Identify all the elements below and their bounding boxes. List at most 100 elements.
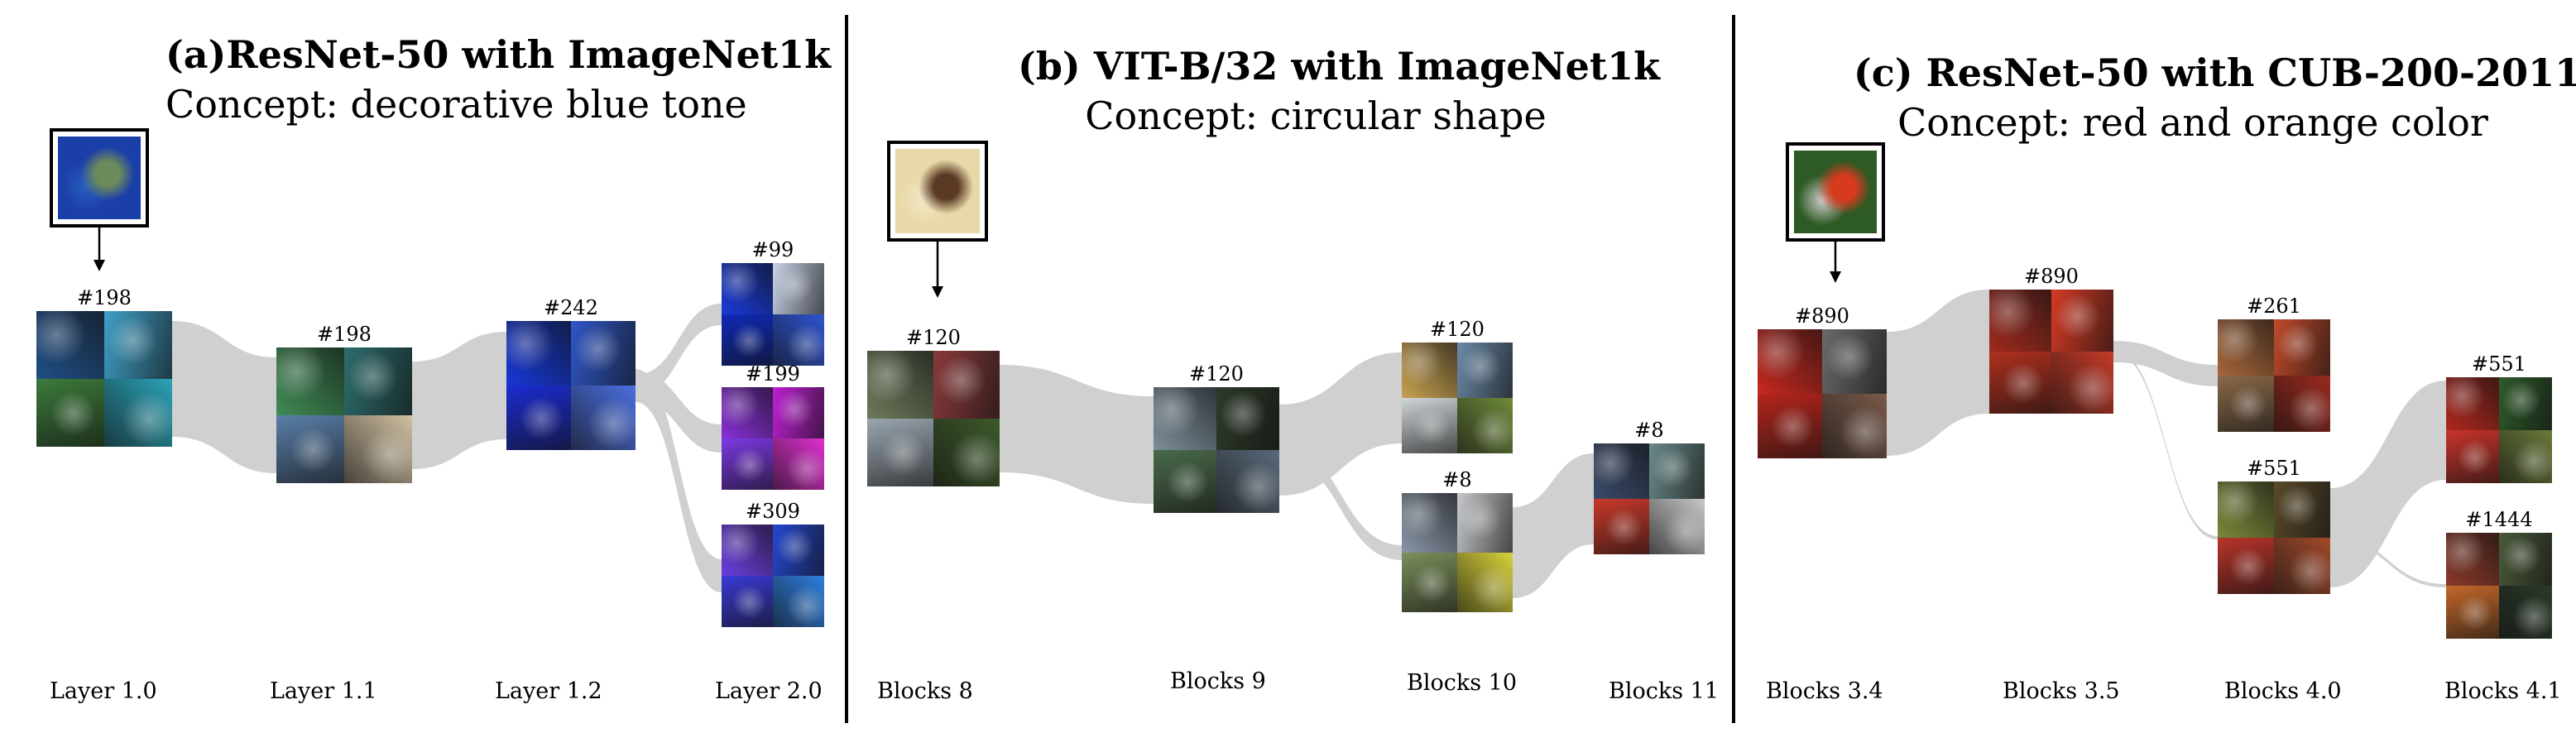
sample-image-thumbnail xyxy=(2446,430,2499,483)
sample-image-thumbnail xyxy=(1402,493,1457,553)
sample-image-thumbnail xyxy=(1649,443,1705,499)
sample-image-thumbnail xyxy=(722,525,773,576)
sample-image-thumbnail xyxy=(1402,398,1457,453)
concept-node-image-grid xyxy=(1594,443,1705,554)
panel-c-layer-label: Blocks 3.4 xyxy=(1766,678,1883,704)
sample-image-thumbnail xyxy=(1216,387,1279,450)
panel-b-title: (b) VIT-B/32 with ImageNet1k xyxy=(1018,44,1660,89)
concept-node-image-grid xyxy=(2218,481,2330,594)
sample-image-thumbnail xyxy=(1594,499,1649,554)
node-label: #309 xyxy=(746,500,800,523)
flow-ribbon xyxy=(172,321,276,473)
panel-a-subtitle: Concept: decorative blue tone xyxy=(165,82,747,127)
node-label: #551 xyxy=(2472,352,2526,376)
sample-image-thumbnail xyxy=(2274,481,2330,538)
sample-image-thumbnail xyxy=(722,576,773,627)
flow-ribbon xyxy=(636,304,722,396)
node-label: #890 xyxy=(2024,265,2079,288)
sample-image-thumbnail xyxy=(1154,387,1216,450)
node-label: #120 xyxy=(906,326,961,349)
sample-image-thumbnail xyxy=(773,314,824,366)
node-label: #198 xyxy=(317,323,372,346)
input-image-frame xyxy=(50,128,149,228)
node-label: #551 xyxy=(2247,457,2301,480)
sample-image-thumbnail xyxy=(104,379,172,447)
panel-b-layer-label: Blocks 8 xyxy=(877,678,973,704)
sample-image-thumbnail xyxy=(276,347,344,415)
sample-image-thumbnail xyxy=(2218,376,2274,432)
panel-b-subtitle: Concept: circular shape xyxy=(1085,93,1547,138)
concept-node-image-grid xyxy=(1154,387,1279,513)
sample-image-thumbnail xyxy=(2499,377,2552,430)
concept-node-image-grid xyxy=(2218,319,2330,432)
sample-image-thumbnail xyxy=(867,419,933,486)
sample-image-thumbnail xyxy=(1822,329,1887,394)
sample-image-thumbnail xyxy=(1822,394,1887,458)
panel-c-layer-label: Blocks 3.5 xyxy=(2003,678,2120,704)
sample-image-thumbnail xyxy=(722,387,773,438)
sample-image-thumbnail xyxy=(933,419,1000,486)
concept-node-image-grid xyxy=(276,347,412,483)
arrow-head-icon xyxy=(932,286,943,298)
flow-ribbon xyxy=(2330,536,2446,587)
sample-image-thumbnail xyxy=(1457,343,1513,398)
node-label: #99 xyxy=(751,238,794,261)
sample-image-thumbnail xyxy=(104,311,172,379)
concept-node-image-grid xyxy=(1402,493,1513,612)
sample-image-thumbnail xyxy=(506,321,571,386)
node-label: #8 xyxy=(1634,419,1664,442)
panel-b-layer-label: Blocks 10 xyxy=(1407,670,1518,696)
flow-ribbon xyxy=(2330,381,2446,587)
concept-node-image-grid xyxy=(722,263,824,366)
input-image-frame xyxy=(1786,142,1885,242)
sample-image-thumbnail xyxy=(344,347,412,415)
concept-node-image-grid xyxy=(1758,329,1887,458)
panel-c-layer-label: Blocks 4.0 xyxy=(2224,678,2342,704)
panel-a-layer-label: Layer 1.1 xyxy=(270,678,377,704)
flow-ribbon xyxy=(1887,290,1989,456)
sample-image-thumbnail xyxy=(1402,343,1457,398)
node-label: #198 xyxy=(77,286,132,309)
panel-divider xyxy=(845,15,848,723)
sample-image-thumbnail xyxy=(2499,430,2552,483)
flow-ribbon xyxy=(2113,341,2218,386)
sample-image-thumbnail xyxy=(722,438,773,490)
flow-ribbon xyxy=(1000,365,1154,504)
sample-image-thumbnail xyxy=(773,438,824,490)
node-label: #120 xyxy=(1430,318,1485,341)
node-label: #261 xyxy=(2247,295,2301,318)
sample-image-thumbnail xyxy=(1457,493,1513,553)
sample-image-thumbnail xyxy=(344,415,412,483)
sample-image-thumbnail xyxy=(1649,499,1705,554)
panel-c-layer-label: Blocks 4.1 xyxy=(2444,678,2562,704)
panel-c-subtitle: Concept: red and orange color xyxy=(1897,100,2488,145)
flow-ribbon xyxy=(636,369,722,592)
red-bird-photo xyxy=(1794,151,1877,233)
sample-image-thumbnail xyxy=(2218,481,2274,538)
panel-a-layer-label: Layer 1.2 xyxy=(495,678,602,704)
sample-image-thumbnail xyxy=(2446,533,2499,586)
sample-image-thumbnail xyxy=(1216,450,1279,513)
sample-image-thumbnail xyxy=(2051,290,2113,352)
sample-image-thumbnail xyxy=(2446,377,2499,430)
sample-image-thumbnail xyxy=(2218,538,2274,594)
concept-node-image-grid xyxy=(506,321,636,450)
panel-b-layer-label: Blocks 11 xyxy=(1609,678,1720,704)
sample-image-thumbnail xyxy=(506,386,571,450)
flow-ribbon xyxy=(1279,352,1402,496)
peacock-photo xyxy=(58,137,141,219)
panel-c-title: (c) ResNet-50 with CUB-200-2011 xyxy=(1854,50,2576,95)
sample-image-thumbnail xyxy=(276,415,344,483)
sample-image-thumbnail xyxy=(2218,319,2274,376)
node-label: #199 xyxy=(746,362,800,386)
sample-image-thumbnail xyxy=(1457,398,1513,453)
concept-node-image-grid xyxy=(1402,343,1513,453)
sample-image-thumbnail xyxy=(773,387,824,438)
node-label: #242 xyxy=(544,296,598,319)
panel-b-layer-label: Blocks 9 xyxy=(1170,668,1266,694)
flow-ribbon xyxy=(1279,443,1402,560)
sample-image-thumbnail xyxy=(2274,376,2330,432)
concept-node-image-grid xyxy=(1989,290,2113,414)
sample-image-thumbnail xyxy=(1457,553,1513,612)
